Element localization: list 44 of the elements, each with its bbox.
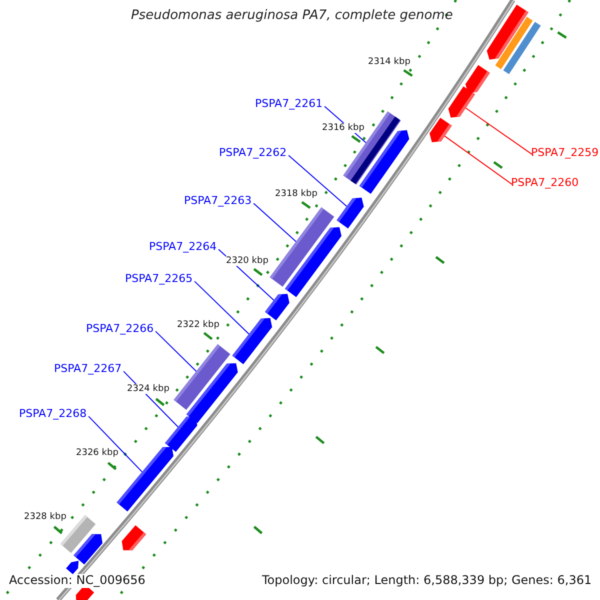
gene-block xyxy=(264,294,290,320)
gene-block xyxy=(232,318,272,364)
gene-label: PSPA7_2260 xyxy=(511,177,579,190)
gene-label: PSPA7_2259 xyxy=(531,147,599,160)
gene-label: PSPA7_2265 xyxy=(125,273,193,286)
gene-block xyxy=(448,86,476,118)
gene-label: PSPA7_2261 xyxy=(255,98,323,111)
leader-line xyxy=(88,416,143,472)
kbp-label: 2320 kbp xyxy=(226,256,268,266)
topology-text: Topology: circular; Length: 6,588,339 bp; Genes: 6,361 xyxy=(262,574,592,588)
gene-bar xyxy=(495,16,533,70)
gene-block xyxy=(116,447,174,512)
leader-line xyxy=(155,330,197,372)
gene-label: PSPA7_2263 xyxy=(184,195,252,208)
kbp-label: 2328 kbp xyxy=(24,512,66,522)
gene-block xyxy=(74,534,102,564)
kbp-label: 2314 kbp xyxy=(368,57,410,68)
gene-block xyxy=(186,363,238,424)
leader-line xyxy=(465,108,532,155)
gene-label: PSPA7_2268 xyxy=(19,408,87,421)
kbp-label: 2326 kbp xyxy=(76,448,118,458)
map-title: Pseudomonas aeruginosa PA7, complete genome xyxy=(131,9,453,24)
kbp-label: 2316 kbp xyxy=(322,123,364,134)
kbp-label: 2324 kbp xyxy=(127,384,170,394)
leader-line xyxy=(288,154,348,207)
gene-block xyxy=(336,198,364,228)
accession-text: Accession: NC_009656 xyxy=(9,574,146,588)
leader-line xyxy=(253,202,297,242)
gene-block xyxy=(465,65,490,94)
leader-line xyxy=(444,136,512,185)
gene-bar xyxy=(503,22,541,74)
kbp-label: 2322 kbp xyxy=(177,320,220,330)
leader-line xyxy=(194,280,250,335)
gene-block xyxy=(359,130,410,194)
gene-label: PSPA7_2266 xyxy=(86,323,154,336)
gene-block xyxy=(122,525,146,550)
gene-block xyxy=(430,118,452,142)
gene-block xyxy=(164,416,198,452)
gene-label: PSPA7_2262 xyxy=(219,147,287,160)
gene-label: PSPA7_2264 xyxy=(149,241,217,254)
gene-label: PSPA7_2267 xyxy=(54,363,122,376)
kbp-label: 2318 kbp xyxy=(275,189,318,200)
gene-block xyxy=(66,560,79,574)
gene-block xyxy=(284,227,342,298)
